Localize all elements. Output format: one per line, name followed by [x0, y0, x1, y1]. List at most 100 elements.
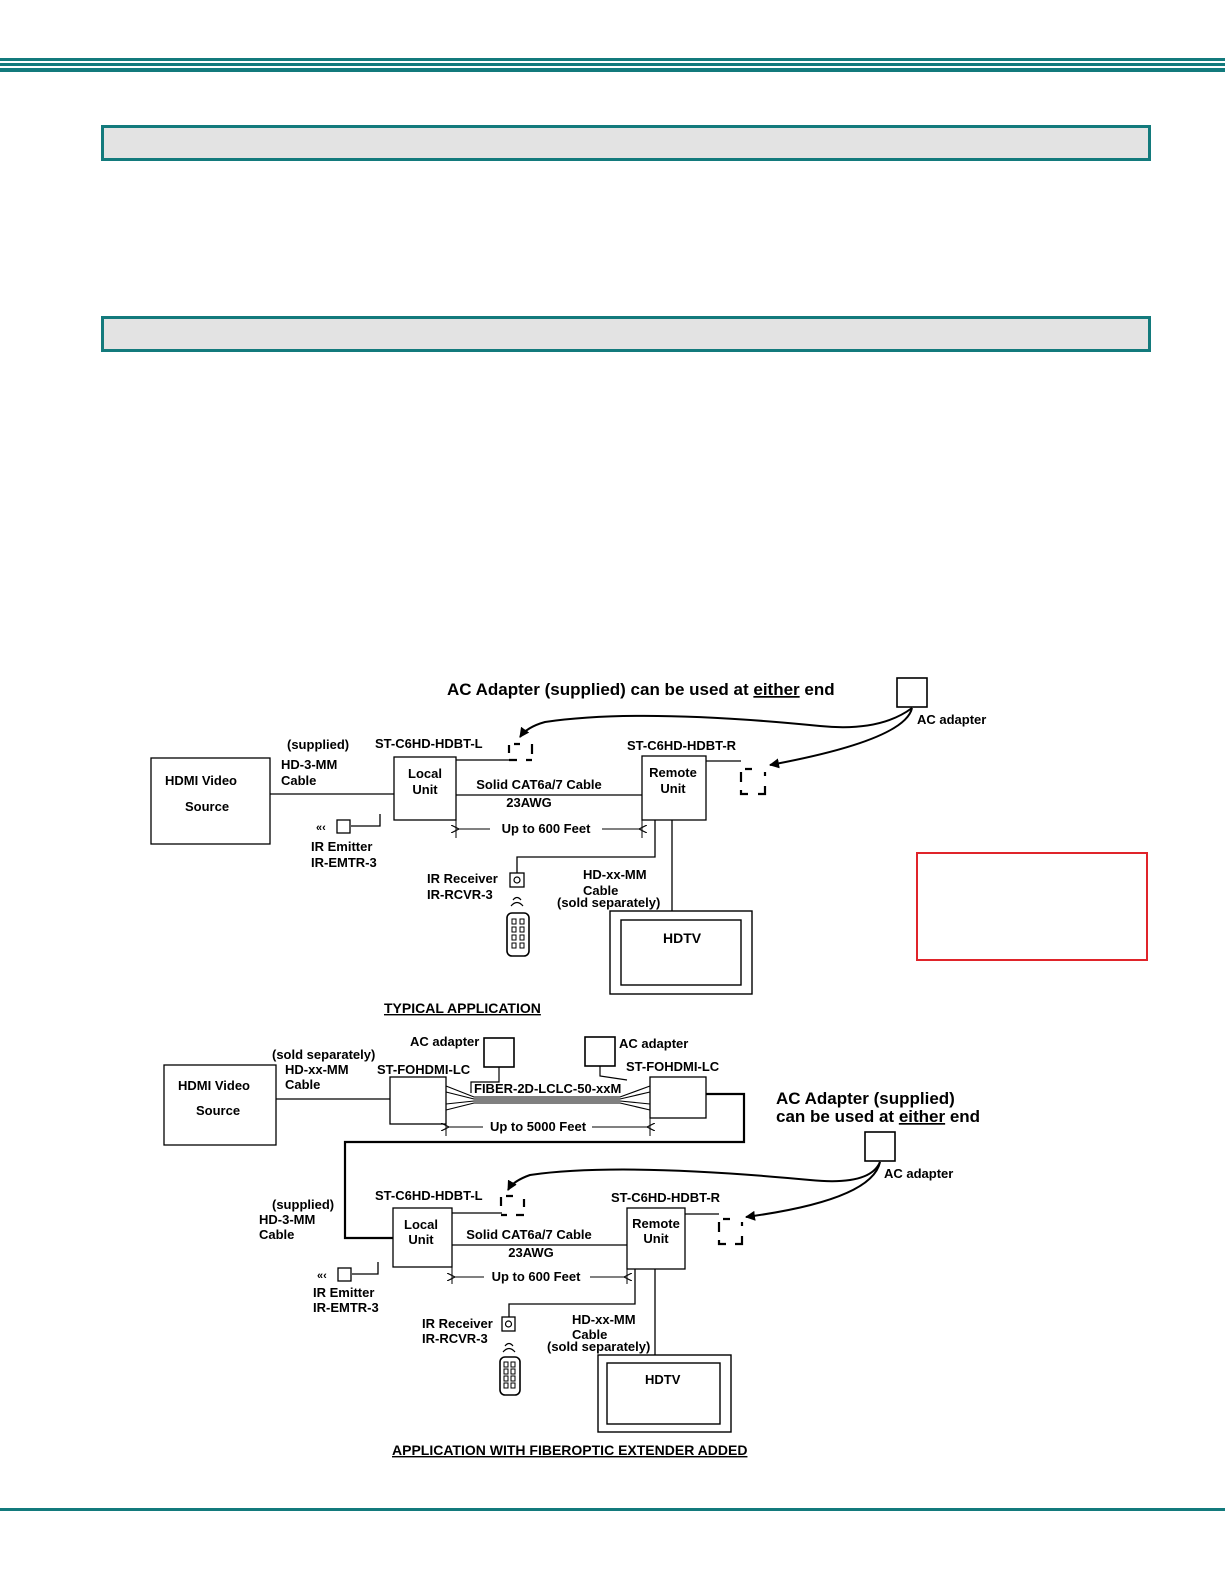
ir-receiver-cable	[516, 820, 656, 873]
footer-rule	[0, 1508, 1225, 1511]
fo-hdtv-screen	[606, 1362, 721, 1425]
ac-adapter-box	[896, 677, 928, 708]
ac-adapter-label: AC adapter	[917, 712, 986, 727]
ir-emitter-cable	[351, 814, 381, 827]
fo-remote-unit	[626, 1207, 686, 1270]
ir-emitter-icon	[336, 819, 351, 834]
ir-receiver-lens-icon	[513, 876, 521, 884]
fo-ac-arrow-local	[507, 1161, 881, 1191]
fo-remote-unit-label-1: Remote	[632, 1216, 680, 1231]
hd3mm-label-2: Cable	[281, 773, 316, 788]
typical-application-diagram: AC Adapter (supplied) can be used at eit…	[150, 677, 986, 1016]
fo-ir-receiver-lens-icon	[504, 1320, 513, 1328]
fiber-label: FIBER-2D-LCLC-50-xxM	[474, 1081, 621, 1096]
fo-supplied-label: (supplied)	[272, 1197, 334, 1212]
section-heading-box-2	[101, 316, 1151, 352]
fo-ac-heading-1: AC Adapter (supplied)	[776, 1089, 955, 1108]
fo-ir-emitter-label-1: IR Emitter	[313, 1285, 374, 1300]
hdtv-label: HDTV	[663, 930, 702, 946]
remote-model-label: ST-C6HD-HDBT-R	[627, 738, 737, 753]
fo-ac-cable-left	[470, 1067, 500, 1093]
cat-cable-label-2: 23AWG	[506, 795, 552, 810]
ir-receiver-label-2: IR-RCVR-3	[427, 887, 493, 902]
fo-local-unit-label-1: Local	[404, 1217, 438, 1232]
section-heading-box-1	[101, 125, 1151, 161]
fo-distance-label: Up to 600 Feet	[492, 1269, 582, 1284]
hd-cable-label-2: Cable	[583, 883, 618, 898]
fo-hd3mm-label-1: HD-3-MM	[259, 1212, 315, 1227]
fo-local-unit	[392, 1207, 453, 1268]
fo-cat-label-1: Solid CAT6a/7 Cable	[466, 1227, 591, 1242]
fo-ir-emitter-cable	[352, 1262, 379, 1275]
fo-power-jack-remote	[717, 1217, 744, 1246]
fo-ir-receiver-label-1: IR Receiver	[422, 1316, 493, 1331]
fo-hdtv-label: HDTV	[645, 1372, 681, 1387]
remote-unit-label-2: Unit	[660, 781, 686, 796]
power-jack-local	[507, 742, 534, 762]
fo-ir-emitter-icon	[337, 1267, 352, 1282]
fo-ir-emitter-label-2: IR-EMTR-3	[313, 1300, 379, 1315]
fo-hd3mm-label-2: Cable	[259, 1227, 294, 1242]
local-unit-label-1: Local	[408, 766, 442, 781]
fo-ac-arrow-remote	[745, 1161, 881, 1221]
fo-transmitter	[389, 1076, 447, 1125]
fo-cable-label-1: HD-xx-MM	[285, 1062, 349, 1077]
fo-model-label-right: ST-FOHDMI-LC	[626, 1059, 720, 1074]
fo-ir-receiver-cable	[508, 1269, 636, 1317]
fo-output-cable	[343, 1092, 746, 1240]
fiber-cable	[445, 1085, 651, 1111]
fo-ac-adapter-left	[483, 1037, 515, 1068]
fo-ac-adapter-supplied	[864, 1131, 896, 1162]
fo-receiver	[649, 1076, 707, 1119]
cat-cable-label-1: Solid CAT6a/7 Cable	[476, 777, 601, 792]
fo-power-jack-local	[499, 1194, 526, 1217]
red-callout-box	[916, 852, 1148, 961]
distance-label: Up to 600 Feet	[502, 821, 592, 836]
ac-adapter-heading: AC Adapter (supplied) can be used at eit…	[447, 680, 835, 699]
local-unit	[393, 756, 457, 821]
fo-hd-cable-label-1: HD-xx-MM	[572, 1312, 636, 1327]
hd-cable-label-1: HD-xx-MM	[583, 867, 647, 882]
fo-ir-receiver-label-2: IR-RCVR-3	[422, 1331, 488, 1346]
source-label-2: Source	[185, 799, 229, 814]
local-unit-label-2: Unit	[412, 782, 438, 797]
fo-cable-label-2: Cable	[285, 1077, 320, 1092]
fo-remote-unit-label-2: Unit	[643, 1231, 669, 1246]
fo-source-label-1: HDMI Video	[178, 1078, 250, 1093]
fo-ir-emitter-waves-icon: «‹	[317, 1270, 327, 1282]
fo-local-model-label: ST-C6HD-HDBT-L	[375, 1188, 483, 1203]
fo-source-label-2: Source	[196, 1103, 240, 1118]
fiberoptic-application-caption: APPLICATION WITH FIBEROPTIC EXTENDER ADD…	[392, 1442, 747, 1458]
fiber-distance-label: Up to 5000 Feet	[490, 1119, 587, 1134]
hd3mm-label-1: HD-3-MM	[281, 757, 337, 772]
fo-ac-cable-right	[599, 1066, 628, 1081]
fo-model-label-left: ST-FOHDMI-LC	[377, 1062, 471, 1077]
supplied-label: (supplied)	[287, 737, 349, 752]
fo-ac-adapter-label-right: AC adapter	[619, 1036, 688, 1051]
remote-unit	[641, 755, 707, 821]
fo-remote-model-label: ST-C6HD-HDBT-R	[611, 1190, 721, 1205]
ac-arrow-local	[519, 707, 913, 738]
hd-cable-label-3: (sold separately)	[557, 895, 660, 910]
fo-ac-heading-2: can be used at either end	[776, 1107, 980, 1126]
fo-hdmi-video-source	[163, 1064, 277, 1146]
source-label-1: HDMI Video	[165, 773, 237, 788]
fo-cat-label-2: 23AWG	[508, 1245, 554, 1260]
local-model-label: ST-C6HD-HDBT-L	[375, 736, 483, 751]
ir-emitter-waves-icon: «‹	[316, 822, 326, 834]
fo-remote-control-icon	[499, 1342, 521, 1396]
fiberoptic-application-diagram: AC adapter AC adapter ST-FOHDMI-LC (sold…	[163, 1034, 980, 1458]
ac-arrow-remote	[769, 707, 913, 769]
fo-hd-cable-label-3: (sold separately)	[547, 1339, 650, 1354]
fo-ac-adapter-supplied-label: AC adapter	[884, 1166, 953, 1181]
fo-ac-adapter-label-left: AC adapter	[410, 1034, 479, 1049]
remote-unit-label-1: Remote	[649, 765, 697, 780]
fo-ac-adapter-right	[584, 1036, 616, 1067]
ir-emitter-label-1: IR Emitter	[311, 839, 372, 854]
typical-application-caption: TYPICAL APPLICATION	[384, 1000, 541, 1016]
fo-hd-cable-label-2: Cable	[572, 1327, 607, 1342]
ir-emitter-label-2: IR-EMTR-3	[311, 855, 377, 870]
fo-sold-separately-label: (sold separately)	[272, 1047, 375, 1062]
fo-local-unit-label-2: Unit	[408, 1232, 434, 1247]
remote-control-icon	[506, 896, 530, 957]
